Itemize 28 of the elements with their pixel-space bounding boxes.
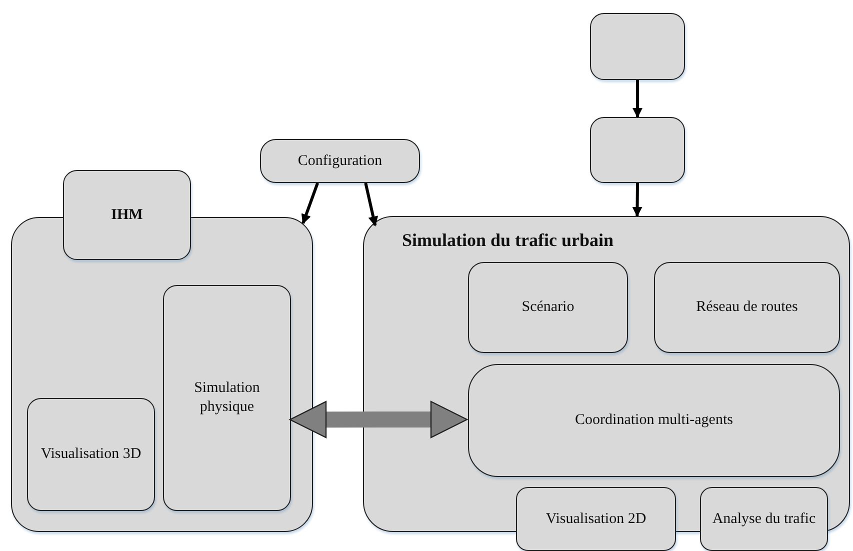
- box-label: Simulation physique: [193, 379, 261, 417]
- process-box: [516, 487, 676, 551]
- container-panel: [363, 216, 850, 532]
- process-box: [63, 170, 191, 260]
- box-label: Coordination multi-agents: [574, 411, 734, 430]
- empty-box: [11, 217, 313, 532]
- process-box: [468, 364, 840, 477]
- box-label: IHM: [111, 206, 143, 224]
- box-label: Visualisation 3D: [40, 445, 142, 464]
- process-box: [468, 262, 628, 353]
- box-label: Réseau de routes: [695, 298, 799, 317]
- box-label: Scénario: [520, 298, 576, 317]
- box-label: Analyse du trafic: [711, 510, 817, 528]
- box-label: Visualisation 2D: [544, 510, 648, 528]
- arrow: [632, 80, 642, 118]
- process-box: [27, 398, 155, 511]
- box-label: Configuration: [296, 152, 384, 170]
- process-box: [700, 487, 828, 551]
- process-box: [163, 285, 291, 511]
- panel-title: Simulation du trafic urbain: [402, 229, 614, 252]
- double-arrow: [289, 400, 468, 438]
- arrow: [364, 182, 378, 226]
- process-box: [260, 139, 420, 183]
- process-box: [654, 262, 840, 353]
- arrow: [632, 182, 642, 217]
- empty-box: [590, 13, 685, 80]
- empty-box: [590, 117, 685, 183]
- arrow: [301, 182, 320, 224]
